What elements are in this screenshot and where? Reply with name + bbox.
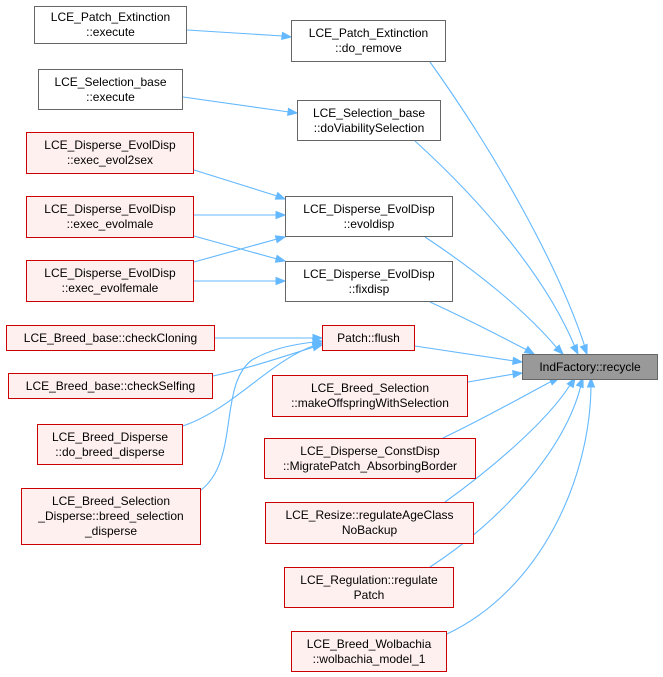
- node-label-line: LCE_Disperse_EvolDisp: [44, 266, 176, 280]
- edge-fixdisp-to-recycle: [429, 301, 528, 351]
- node-lce-breed-base-check-selfing[interactable]: LCE_Breed_base::checkSelfing: [8, 373, 213, 399]
- edge-sel-base-execute-to-do-viability: [182, 96, 290, 113]
- node-label-line: ::doViabilitySelection: [313, 120, 425, 135]
- node-label-line: ::exec_evolfemale: [61, 281, 159, 295]
- node-lce-selection-base-do-viability-selection[interactable]: LCE_Selection_base::doViabilitySelection: [297, 100, 441, 141]
- node-label-line: _Disperse::breed_selection: [38, 509, 184, 523]
- node-lce-disperse-evoldisp-exec-evol2sex[interactable]: LCE_Disperse_EvolDisp::exec_evol2sex: [26, 132, 194, 174]
- node-label-line: LCE_Disperse_ConstDisp: [300, 443, 440, 458]
- node-patch-flush[interactable]: Patch::flush: [322, 325, 415, 351]
- edge-check-selfing-to-flush: [212, 346, 315, 377]
- edge-make-offspring-to-recycle: [467, 373, 515, 383]
- node-lce-breed-selection-disperse-breed-selection-disperse[interactable]: LCE_Breed_Selection_Disperse::breed_sele…: [21, 488, 201, 545]
- edge-migrate-patch-to-recycle: [442, 380, 553, 439]
- edge-sel-base-execute-to-do-viability-arrowhead: [287, 107, 299, 117]
- node-label-line: Patch: [353, 587, 385, 602]
- node-label-line: LCE_Disperse_EvolDisp: [303, 266, 435, 281]
- edge-regulate-age-to-recycle-arrowhead: [566, 376, 576, 389]
- edge-evolmale-to-fixdisp-arrowhead: [274, 254, 287, 263]
- node-lce-disperse-evoldisp-fixdisp[interactable]: LCE_Disperse_EvolDisp::fixdisp: [285, 261, 453, 302]
- node-lce-patch-extinction-execute[interactable]: LCE_Patch_Extinction::execute: [34, 6, 187, 44]
- node-indfactory-recycle: IndFactory::recycle: [522, 354, 658, 380]
- edge-do-remove-to-recycle: [429, 61, 586, 348]
- edge-do-remove-to-recycle-arrowhead: [579, 343, 588, 356]
- edge-wolbachia-to-recycle-arrowhead: [586, 376, 596, 388]
- node-label-line: _disperse: [84, 524, 138, 538]
- edge-breed-sel-disperse-to-flush: [200, 341, 315, 491]
- node-label-line: ::fixdisp: [348, 281, 390, 296]
- node-label-line: LCE_Disperse_EvolDisp: [303, 201, 435, 216]
- node-label-line: ::exec_evol2sex: [66, 153, 154, 167]
- node-label-line: Patch::flush: [337, 330, 400, 345]
- edge-evolfemale-to-evoldisp-arrowhead: [274, 235, 287, 244]
- edge-fixdisp-to-recycle-arrowhead: [523, 345, 536, 355]
- node-label-line: LCE_Resize::regulateAgeClass: [285, 508, 454, 522]
- edge-do-viability-to-recycle: [414, 140, 576, 348]
- edge-flush-to-recycle: [414, 345, 515, 362]
- node-lce-disperse-evoldisp-evoldisp[interactable]: LCE_Disperse_EvolDisp::evoldisp: [285, 196, 453, 237]
- edge-evol2sex-to-evoldisp: [193, 169, 278, 197]
- node-lce-breed-wolbachia-wolbachia-model-1[interactable]: LCE_Breed_Wolbachia::wolbachia_model_1: [291, 631, 447, 672]
- node-lce-breed-disperse-do-breed-disperse[interactable]: LCE_Breed_Disperse::do_breed_disperse: [37, 424, 183, 465]
- node-label-line: IndFactory::recycle: [539, 359, 641, 374]
- edge-evolfemale-to-evoldisp: [193, 238, 278, 263]
- edge-flush-to-recycle-arrowhead: [512, 356, 524, 366]
- node-lce-disperse-evoldisp-exec-evolfemale[interactable]: LCE_Disperse_EvolDisp::exec_evolfemale: [26, 260, 194, 302]
- edge-evolmale-to-fixdisp: [193, 235, 278, 260]
- edge-wolbachia-to-recycle: [446, 385, 592, 635]
- edge-evoldisp-to-recycle: [424, 236, 558, 349]
- node-lce-breed-base-check-cloning[interactable]: LCE_Breed_base::checkCloning: [6, 325, 215, 351]
- node-label-line: ::exec_evolmale: [66, 217, 154, 231]
- node-label-line: LCE_Breed_base::checkCloning: [23, 330, 198, 345]
- edge-do-viability-to-recycle-arrowhead: [569, 343, 579, 356]
- edge-breed-sel-disperse-to-flush-arrowhead: [312, 337, 324, 347]
- edge-regulate-patch-to-recycle-arrowhead: [575, 376, 584, 389]
- node-label-line: LCE_Selection_base: [54, 74, 167, 89]
- edge-evolfemale-to-fixdisp-arrowhead: [275, 276, 287, 286]
- node-label-line: LCE_Breed_Disperse: [51, 429, 169, 444]
- node-label-line: LCE_Selection_base: [312, 105, 426, 120]
- node-label-line: ::makeOffspringWithSelection: [291, 396, 449, 410]
- edge-patch-ext-execute-to-do-remove-arrowhead: [281, 31, 293, 41]
- node-label-line: LCE_Breed_Wolbachia: [306, 636, 432, 651]
- node-label-line: LCE_Disperse_EvolDisp: [44, 202, 176, 216]
- node-label-line: LCE_Patch_Extinction: [308, 26, 429, 40]
- node-label-line: LCE_Breed_Selection: [51, 494, 171, 508]
- node-label-line: ::wolbachia_model_1: [312, 651, 426, 666]
- edge-regulate-patch-to-recycle: [429, 384, 582, 568]
- node-lce-selection-base-execute[interactable]: LCE_Selection_base::execute: [38, 69, 183, 110]
- edge-evoldisp-to-recycle-arrowhead: [553, 344, 564, 355]
- node-lce-breed-selection-make-offspring-with-selection[interactable]: LCE_Breed_Selection::makeOffspringWithSe…: [272, 375, 468, 417]
- node-lce-disperse-evoldisp-exec-evolmale[interactable]: LCE_Disperse_EvolDisp::exec_evolmale: [26, 196, 194, 238]
- node-label-line: ::evoldisp: [343, 216, 395, 231]
- edge-make-offspring-to-recycle-arrowhead: [512, 369, 524, 379]
- node-label-line: LCE_Disperse_EvolDisp: [44, 138, 176, 152]
- node-label-line: ::MigratePatch_AbsorbingBorder: [282, 458, 458, 473]
- node-label-line: ::execute: [86, 25, 135, 39]
- node-label-line: LCE_Regulation::regulate: [300, 572, 438, 587]
- node-label-line: LCE_Breed_Selection: [310, 381, 430, 395]
- node-label-line: LCE_Breed_base::checkSelfing: [25, 378, 196, 393]
- edge-regulate-age-to-recycle: [444, 384, 571, 503]
- node-label-line: ::execute: [86, 89, 135, 104]
- node-label-line: ::do_breed_disperse: [55, 444, 165, 459]
- node-label-line: NoBackup: [341, 523, 398, 537]
- edge-evol2sex-to-evoldisp-arrowhead: [274, 191, 287, 200]
- edge-patch-ext-execute-to-do-remove: [186, 29, 284, 37]
- node-lce-patch-extinction-do-remove[interactable]: LCE_Patch_Extinction::do_remove: [291, 20, 446, 62]
- node-lce-disperse-constdisp-migrate-patch-absorbing-border[interactable]: LCE_Disperse_ConstDisp::MigratePatch_Abs…: [264, 438, 476, 479]
- node-label-line: LCE_Patch_Extinction: [50, 10, 171, 24]
- node-label-line: ::do_remove: [335, 41, 402, 55]
- edge-evolmale-to-evoldisp-arrowhead: [275, 210, 287, 220]
- edge-do-breed-disperse-to-flush: [182, 344, 317, 427]
